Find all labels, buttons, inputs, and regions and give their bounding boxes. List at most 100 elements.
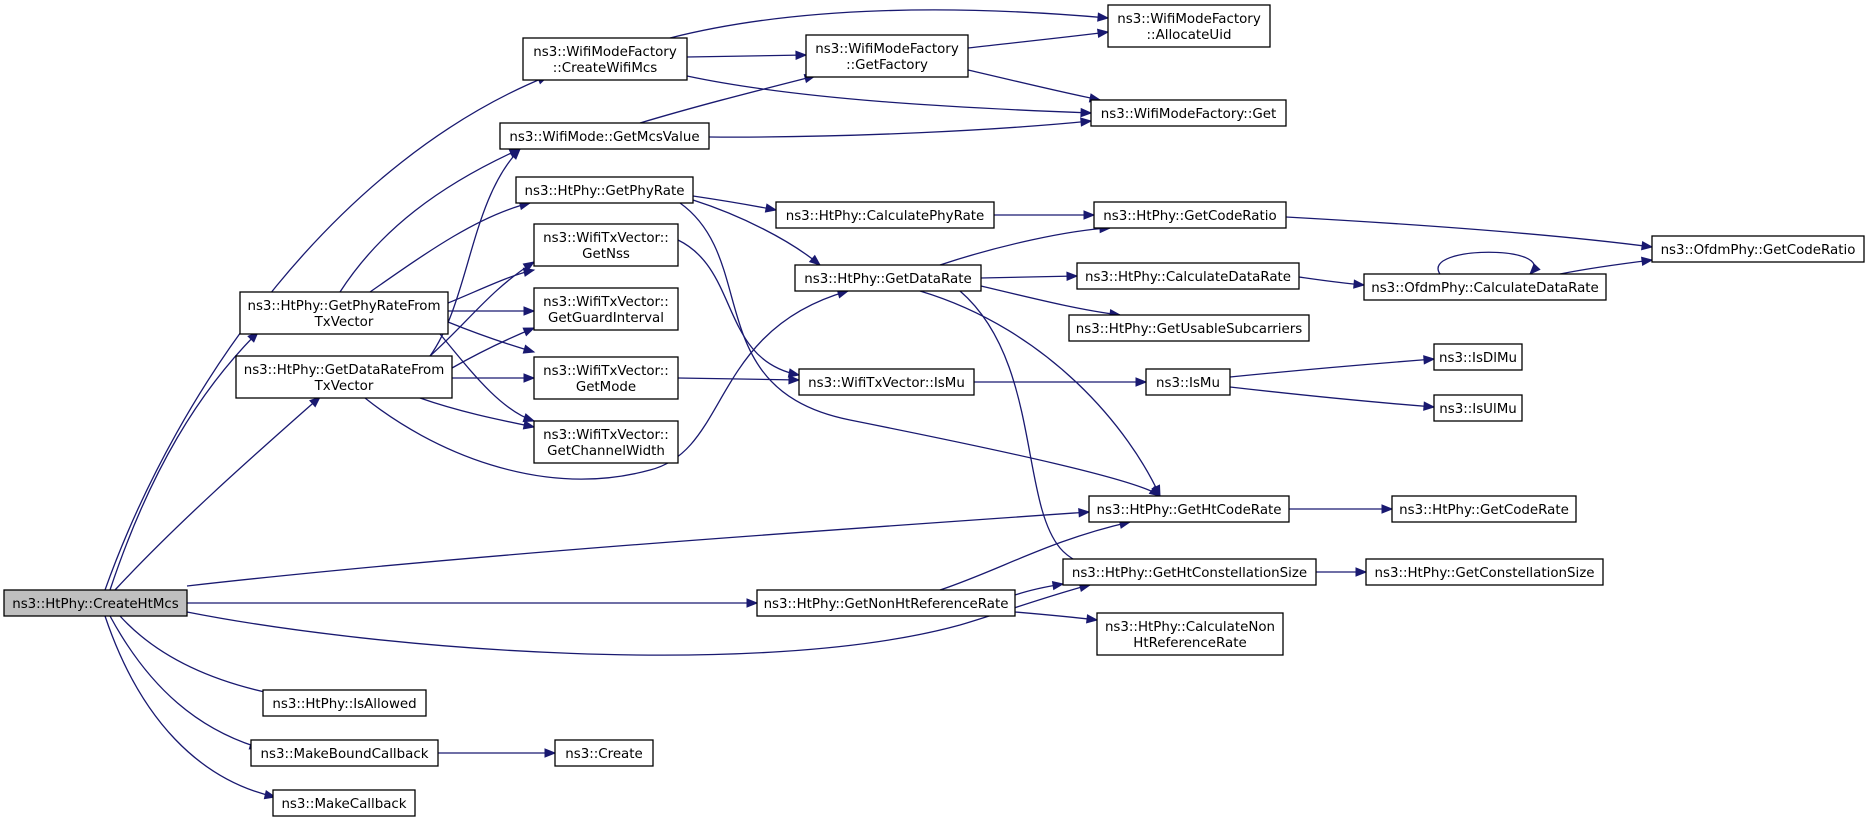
node-get-mode[interactable]: ns3::WifiTxVector::GetMode [533,356,679,400]
node-label: ns3::HtPhy::GetHtCodeRate [1096,503,1281,518]
node-ofdm-calculate-data-rate[interactable]: ns3::OfdmPhy::CalculateDataRate [1363,273,1607,301]
node-label: ns3::OfdmPhy::CalculateDataRate [1371,281,1599,296]
node-label: ns3::HtPhy::CalculateDataRate [1085,270,1291,285]
node-get-ht-code-rate[interactable]: ns3::HtPhy::GetHtCodeRate [1088,495,1290,523]
arrowhead [544,748,557,758]
node-label: ns3::HtPhy::GetHtConstellationSize [1072,566,1307,581]
arrowhead [523,373,536,383]
node-get-channel-width[interactable]: ns3::WifiTxVector::GetChannelWidth [533,420,679,464]
edge-get-factory-to-factory-get [967,69,1102,103]
node-make-bound-callback[interactable]: ns3::MakeBoundCallback [250,739,439,767]
arrowhead [788,375,801,385]
node-box [1365,558,1604,586]
arrowhead [795,50,808,60]
node-ofdm-get-code-ratio[interactable]: ns3::OfdmPhy::GetCodeRatio [1651,235,1865,263]
node-create-ht-mcs[interactable]: ns3::HtPhy::CreateHtMcs [3,589,188,617]
node-is-mu-vec[interactable]: ns3::WifiTxVector::IsMu [798,368,975,396]
node-box [1090,99,1287,127]
node-box [1096,612,1284,656]
node-get-non-ht-reference-rate[interactable]: ns3::HtPhy::GetNonHtReferenceRate [756,589,1016,617]
node-is-allowed[interactable]: ns3::HtPhy::IsAllowed [262,689,427,717]
edge-create-wifi-mcs-to-factory-get [686,75,1093,118]
node-box [1433,343,1523,371]
node-get-ht-constellation-size[interactable]: ns3::HtPhy::GetHtConstellationSize [1062,558,1317,586]
node-label: ns3::HtPhy::GetNonHtReferenceRate [764,597,1009,612]
node-label: ns3::HtPhy::GetCodeRatio [1103,209,1276,224]
edges-layer [104,9,1654,800]
edge-get-non-ht-reference-rate-to-get-ht-constellation-size [1014,580,1065,596]
node-label: GetMode [576,380,636,395]
node-get-mcs-value[interactable]: ns3::WifiMode::GetMcsValue [499,122,710,150]
node-box [1433,394,1523,422]
node-label: ns3::WifiModeFactory [533,45,677,60]
node-get-usable-subcarriers[interactable]: ns3::HtPhy::GetUsableSubcarriers [1068,314,1310,342]
edge-is-mu-to-is-dl-mu [1229,355,1436,378]
node-box [1088,495,1290,523]
node-is-mu[interactable]: ns3::IsMu [1145,368,1231,396]
node-get-constellation-size[interactable]: ns3::HtPhy::GetConstellationSize [1365,558,1604,586]
node-is-ul-mu[interactable]: ns3::IsUlMu [1433,394,1523,422]
edge-get-phy-rate-to-get-ht-code-rate [679,202,1162,497]
node-box [1145,368,1231,396]
node-box [533,356,679,400]
edge-get-factory-to-allocate-uid [967,28,1110,49]
node-box [515,176,694,204]
arrowhead [787,368,801,378]
edge-create-ht-mcs-to-get-ht-code-rate [186,507,1091,587]
node-box [239,291,449,335]
arrowhead [1641,241,1654,251]
node-get-data-rate[interactable]: ns3::HtPhy::GetDataRate [794,264,982,292]
edge-get-ht-code-rate-to-get-code-rate [1289,504,1394,514]
nodes-layer: ns3::HtPhy::CreateHtMcs ns3::WifiModeFact… [3,4,1865,817]
edge-get-phy-rate-to-calculate-phy-rate [692,195,778,213]
node-label: ns3::WifiModeFactory [1117,12,1261,27]
arrowhead [522,344,536,354]
edge-get-phy-rate-to-get-data-rate [692,199,822,266]
node-box [1093,201,1287,229]
node-allocate-uid[interactable]: ns3::WifiModeFactory::AllocateUid [1107,4,1271,48]
node-get-code-rate[interactable]: ns3::HtPhy::GetCodeRate [1391,495,1577,523]
node-box [1062,558,1317,586]
node-get-code-ratio[interactable]: ns3::HtPhy::GetCodeRatio [1093,201,1287,229]
arrowhead [1353,279,1366,289]
node-label: ns3::HtPhy::GetDataRateFrom [244,363,445,378]
node-get-nss[interactable]: ns3::WifiTxVector::GetNss [533,223,679,267]
arrowhead [1529,263,1541,275]
node-box [272,789,416,817]
node-box [533,420,679,464]
node-get-guard-interval[interactable]: ns3::WifiTxVector::GetGuardInterval [533,287,679,331]
node-box [1107,4,1271,48]
arrowhead [522,413,536,423]
node-make-callback[interactable]: ns3::MakeCallback [272,789,416,817]
arrowhead [1641,256,1654,266]
node-get-phy-rate[interactable]: ns3::HtPhy::GetPhyRate [515,176,694,204]
node-box [250,739,439,767]
node-create-wifi-mcs[interactable]: ns3::WifiModeFactory::CreateWifiMcs [522,37,688,81]
node-calculate-phy-rate[interactable]: ns3::HtPhy::CalculatePhyRate [775,201,995,229]
edge-make-bound-callback-to-create [438,748,557,758]
node-get-factory[interactable]: ns3::WifiModeFactory::GetFactory [805,34,969,78]
edge-create-ht-mcs-to-get-non-ht-reference-rate [187,598,759,608]
node-label: ns3::MakeBoundCallback [261,747,429,762]
arrowhead [522,420,536,430]
node-box [1076,262,1300,290]
edge-create-ht-mcs-to-make-callback [104,615,277,800]
node-box [775,201,995,229]
edge-get-nss-to-is-mu-vec [677,239,801,378]
node-create[interactable]: ns3::Create [554,739,654,767]
node-is-dl-mu[interactable]: ns3::IsDlMu [1433,343,1523,371]
edge-calculate-data-rate-to-ofdm-calculate-data-rate [1298,276,1366,289]
edge-get-phy-rate-from-tx-vector-to-get-guard-interval [448,306,536,316]
node-box [533,287,679,331]
node-factory-get[interactable]: ns3::WifiModeFactory::Get [1090,99,1287,127]
edge-get-phy-rate-from-tx-vector-to-get-mcs-value [339,148,522,293]
edge-get-mode-to-is-mu-vec [677,375,801,385]
node-calculate-data-rate[interactable]: ns3::HtPhy::CalculateDataRate [1076,262,1300,290]
node-box [235,355,453,399]
node-label: GetChannelWidth [547,444,665,459]
node-box [805,34,969,78]
edge-create-ht-mcs-to-is-allowed [119,615,292,700]
